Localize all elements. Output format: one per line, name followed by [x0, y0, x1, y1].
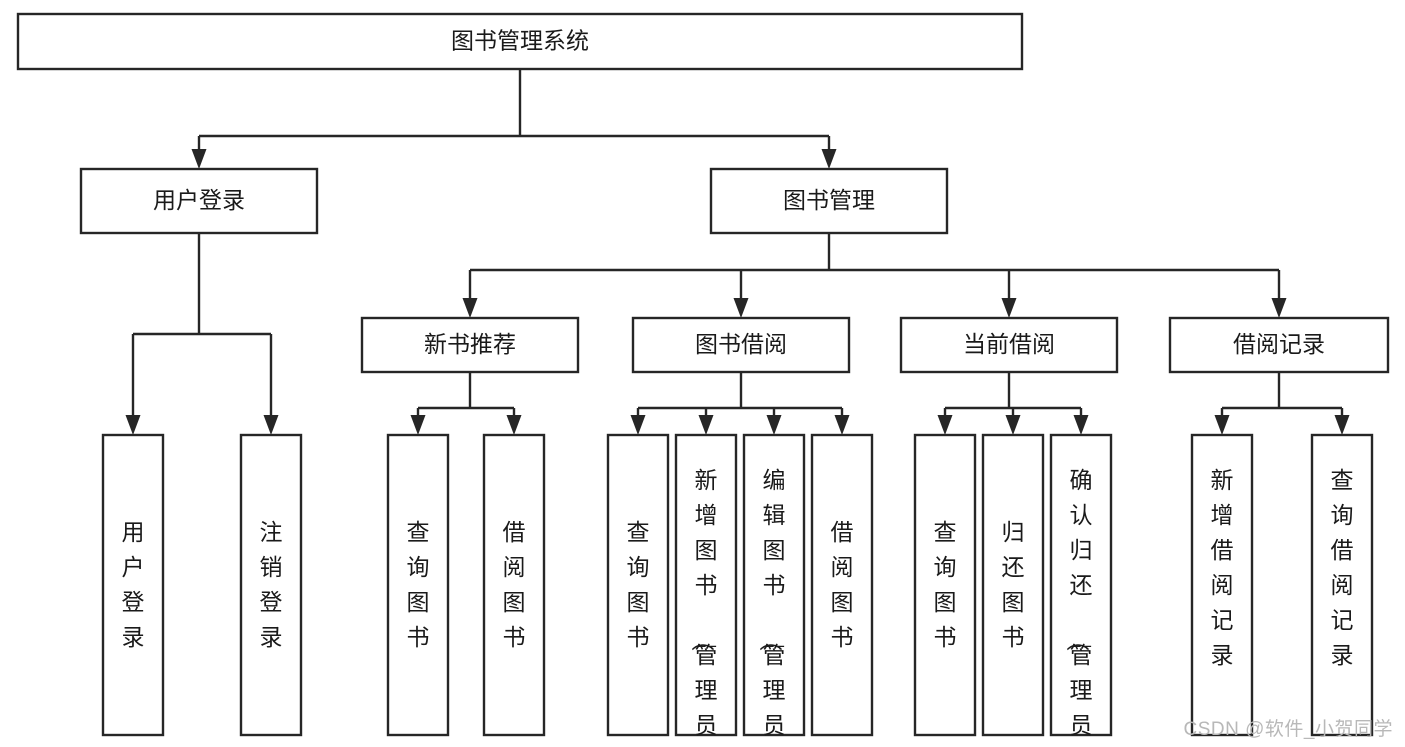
- node-root-system-rect: [16, 12, 1024, 71]
- arrow-head-leaf-logout-icon: [263, 415, 279, 435]
- leaf-edit-book-rect: [742, 433, 806, 737]
- node-user-login-label: 用户登录: [153, 187, 245, 213]
- node-user-login-rect: [79, 167, 319, 235]
- arrow-head-leaf-return-book-icon: [1005, 415, 1021, 435]
- leaf-query-book-1-label: 查询图书: [407, 519, 430, 650]
- leaf-borrow-book-1-rect: [482, 433, 546, 737]
- arrow-head-book-manage-icon: [821, 149, 837, 169]
- leaf-borrow-book-2-rect: [810, 433, 874, 737]
- leaf-add-record[interactable]: 新增借阅记录: [1190, 433, 1254, 737]
- leaf-query-book-3[interactable]: 查询图书: [913, 433, 977, 737]
- node-root-system[interactable]: 图书管理系统: [16, 12, 1024, 71]
- leaf-return-book[interactable]: 归还图书: [981, 433, 1045, 737]
- node-new-book-recommend-label: 新书推荐: [424, 331, 516, 357]
- node-new-book-recommend-rect: [360, 316, 580, 374]
- leaf-query-record-label: 查询借阅记录: [1331, 467, 1354, 668]
- arrow-head-leaf-query-book-1-icon: [410, 415, 426, 435]
- arrow-head-leaf-query-record-icon: [1334, 415, 1350, 435]
- node-borrow-record[interactable]: 借阅记录: [1168, 316, 1390, 374]
- node-current-borrow-rect: [899, 316, 1119, 374]
- leaf-edit-book-label: 编辑图书（管理员）: [758, 467, 786, 747]
- leaf-query-record[interactable]: 查询借阅记录: [1310, 433, 1374, 737]
- watermark-text: CSDN @软件_小贺同学: [1183, 719, 1393, 740]
- arrow-head-borrow-record-icon: [1271, 298, 1287, 318]
- leaf-logout[interactable]: 注销登录: [239, 433, 303, 737]
- arrow-head-leaf-confirm-return-icon: [1073, 415, 1089, 435]
- arrow-head-leaf-borrow-book-1-icon: [506, 415, 522, 435]
- leaf-query-book-3-label: 查询图书: [934, 519, 957, 650]
- leaf-query-book-1-rect: [386, 433, 450, 737]
- leaf-logout-rect: [239, 433, 303, 737]
- arrow-head-leaf-edit-book-icon: [766, 415, 782, 435]
- connector-layer: [125, 69, 1350, 435]
- leaf-query-book-3-rect: [913, 433, 977, 737]
- leaf-confirm-return-label: 确认归还（管理员）: [1065, 467, 1093, 747]
- node-book-borrow-label: 图书借阅: [695, 331, 787, 357]
- node-user-login[interactable]: 用户登录: [79, 167, 319, 235]
- arrow-head-leaf-add-book-icon: [698, 415, 714, 435]
- leaf-query-book-2-rect: [606, 433, 670, 737]
- arrow-head-leaf-query-book-3-icon: [937, 415, 953, 435]
- node-book-borrow[interactable]: 图书借阅: [631, 316, 851, 374]
- leaf-borrow-book-1[interactable]: 借阅图书: [482, 433, 546, 737]
- arrow-head-book-borrow-icon: [733, 298, 749, 318]
- leaf-logout-label: 注销登录: [260, 519, 283, 650]
- leaf-return-book-label: 归还图书: [1002, 519, 1025, 650]
- leaf-query-record-rect: [1310, 433, 1374, 737]
- arrow-head-leaf-query-book-2-icon: [630, 415, 646, 435]
- node-current-borrow-label: 当前借阅: [963, 331, 1055, 357]
- node-book-manage[interactable]: 图书管理: [709, 167, 949, 235]
- leaf-add-record-rect: [1190, 433, 1254, 737]
- leaf-query-book-2-label: 查询图书: [627, 519, 650, 650]
- leaf-borrow-book-2[interactable]: 借阅图书: [810, 433, 874, 737]
- arrow-head-leaf-user-login-icon: [125, 415, 141, 435]
- arrow-head-leaf-add-record-icon: [1214, 415, 1230, 435]
- leaf-add-book-label: 新增图书（管理员）: [690, 467, 718, 747]
- leaf-borrow-book-1-label: 借阅图书: [503, 519, 526, 650]
- arrow-head-leaf-borrow-book-2-icon: [834, 415, 850, 435]
- leaf-query-book-2[interactable]: 查询图书: [606, 433, 670, 737]
- arrow-head-user-login-icon: [191, 149, 207, 169]
- node-new-book-recommend[interactable]: 新书推荐: [360, 316, 580, 374]
- leaf-edit-book[interactable]: 编辑图书（管理员）: [742, 433, 806, 747]
- node-book-borrow-rect: [631, 316, 851, 374]
- node-layer: 图书管理系统用户登录图书管理新书推荐图书借阅当前借阅借阅记录用户登录注销登录查询…: [16, 12, 1390, 747]
- leaf-add-book[interactable]: 新增图书（管理员）: [674, 433, 738, 747]
- leaf-add-record-label: 新增借阅记录: [1211, 467, 1234, 668]
- arrow-head-current-borrow-icon: [1001, 298, 1017, 318]
- leaf-user-login-label: 用户登录: [122, 519, 145, 650]
- node-borrow-record-label: 借阅记录: [1233, 331, 1325, 357]
- leaf-confirm-return[interactable]: 确认归还（管理员）: [1049, 433, 1113, 747]
- node-current-borrow[interactable]: 当前借阅: [899, 316, 1119, 374]
- arrow-head-new-book-rec-icon: [462, 298, 478, 318]
- leaf-add-book-rect: [674, 433, 738, 737]
- leaf-user-login-rect: [101, 433, 165, 737]
- leaf-borrow-book-2-label: 借阅图书: [831, 519, 854, 650]
- leaf-query-book-1[interactable]: 查询图书: [386, 433, 450, 737]
- node-book-manage-rect: [709, 167, 949, 235]
- node-book-manage-label: 图书管理: [783, 187, 875, 213]
- leaf-user-login[interactable]: 用户登录: [101, 433, 165, 737]
- node-borrow-record-rect: [1168, 316, 1390, 374]
- leaf-confirm-return-rect: [1049, 433, 1113, 737]
- leaf-return-book-rect: [981, 433, 1045, 737]
- node-root-system-label: 图书管理系统: [451, 28, 589, 54]
